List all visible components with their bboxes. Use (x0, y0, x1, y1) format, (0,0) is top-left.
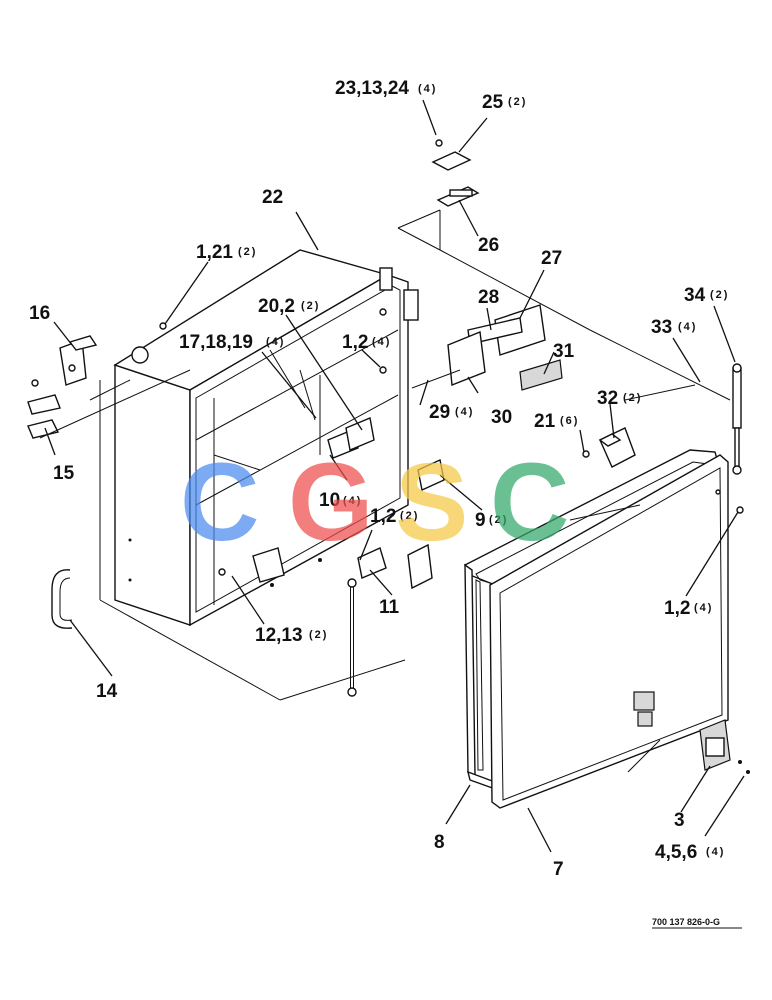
callout-12-number: 12,13 (255, 625, 303, 646)
callout-12-qty: (2) (309, 629, 328, 641)
watermark-letter-c1: C (180, 441, 259, 564)
callout-22-number: 22 (262, 187, 283, 208)
callout-29-number: 29 (429, 402, 450, 423)
explosion-lines (39, 249, 731, 773)
latch (699, 719, 750, 774)
watermark-letter-g: G (288, 441, 374, 564)
callout-32-qty: (2) (623, 392, 642, 404)
door-gasket (464, 449, 721, 792)
drawing-number: 700 137 826-0-G (652, 917, 720, 927)
gas-spring-upper (732, 363, 742, 475)
callout-21-number: 21 (534, 411, 556, 432)
callout-1-2a-qty: (4) (372, 336, 391, 348)
right-hinge-brackets (582, 427, 636, 468)
callout-labels: 23,13,24 (4) 25 (2) 22 26 27 1,21 (2) 28… (29, 78, 729, 880)
mounting-plates (411, 304, 563, 391)
callout-26-number: 26 (478, 235, 499, 256)
callout-27-number: 27 (541, 248, 562, 269)
top-hinge-bracket (397, 139, 480, 251)
callout-28-number: 28 (478, 287, 499, 308)
callout-23-number: 23,13,24 (335, 78, 409, 99)
watermark-letter-s: S (395, 441, 468, 564)
callout-14-number: 14 (96, 681, 118, 702)
callout-15-number: 15 (53, 463, 75, 484)
callout-4-number: 4,5,6 (655, 842, 697, 863)
callout-25-number: 25 (482, 92, 504, 113)
callout-1-21-qty: (2) (238, 246, 257, 258)
callout-9-qty: (2) (489, 514, 508, 526)
left-hinge (27, 335, 98, 439)
callout-1-2b-number: 1,2 (370, 506, 396, 527)
callout-34-number: 34 (684, 285, 706, 306)
callout-31-number: 31 (553, 341, 575, 362)
callout-9-number: 9 (475, 510, 486, 531)
callout-30-number: 30 (491, 407, 512, 428)
callout-1-2c-qty: (4) (694, 602, 713, 614)
callout-23-qty: (4) (418, 83, 437, 95)
gas-spring-lower (347, 578, 357, 697)
callout-1-2c-number: 1,2 (664, 598, 690, 619)
callout-4-qty: (4) (706, 846, 725, 858)
callout-17-qty: (4) (266, 336, 285, 348)
watermark-logo: C G S C (180, 441, 569, 564)
callout-17-number: 17,18,19 (179, 332, 253, 353)
callout-33-qty: (4) (678, 321, 697, 333)
callout-11-number: 11 (379, 597, 400, 618)
callout-33-number: 33 (651, 317, 672, 338)
callout-16-number: 16 (29, 303, 50, 324)
callout-8-number: 8 (434, 832, 445, 853)
callout-10-qty: (4) (343, 495, 362, 507)
leader-lines (44, 99, 745, 853)
callout-3-number: 3 (674, 810, 685, 831)
callout-34-qty: (2) (710, 289, 729, 301)
callout-7-number: 7 (553, 859, 564, 880)
handle (51, 569, 73, 629)
callout-32-number: 32 (597, 388, 618, 409)
watermark-letter-c2: C (490, 441, 569, 564)
callout-20-number: 20,2 (258, 296, 295, 317)
callout-10-number: 10 (319, 490, 340, 511)
cabinet-enclosure (113, 249, 419, 627)
callout-1-2a-number: 1,2 (342, 332, 368, 353)
callout-21-qty: (6) (560, 415, 579, 427)
callout-1-21-number: 1,21 (196, 242, 233, 263)
callout-1-2b-qty: (2) (400, 510, 419, 522)
callout-29-qty: (4) (455, 406, 474, 418)
callout-20-qty: (2) (301, 300, 320, 312)
small-brackets (218, 417, 445, 590)
door-panel (489, 454, 744, 809)
callout-25-qty: (2) (508, 96, 527, 108)
